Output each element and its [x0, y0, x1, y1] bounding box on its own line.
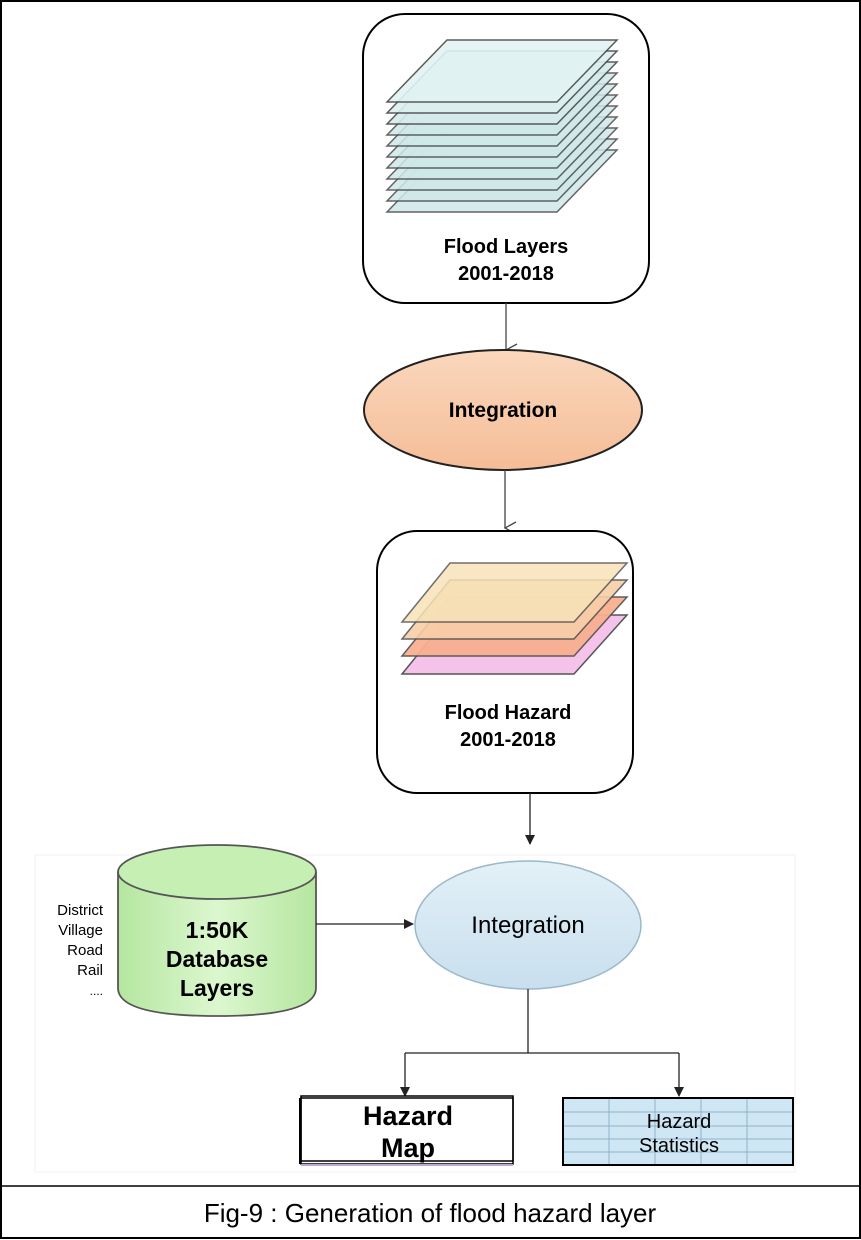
- flood-layers-node: Flood Layers 2001-2018: [362, 13, 650, 304]
- integration-node-2: Integration: [414, 860, 642, 990]
- hazard-statistics-line-2: Statistics: [639, 1135, 719, 1157]
- database-line-3: Layers: [180, 975, 254, 1001]
- flood-hazard-node: Flood Hazard 2001-2018: [376, 530, 634, 794]
- integration-node-1: Integration: [363, 349, 643, 471]
- database-line-1: 1:50K: [186, 917, 249, 943]
- integration-1-label: Integration: [449, 399, 558, 422]
- flood-hazard-title: Flood Hazard: [445, 702, 572, 724]
- input-rail: Rail: [77, 962, 103, 979]
- hazard-statistics-line-1: Hazard: [647, 1111, 711, 1133]
- flood-hazard-years: 2001-2018: [460, 729, 556, 751]
- split-connector: [400, 989, 684, 1097]
- input-more: ....: [90, 984, 103, 998]
- hazard-layers-icon: [400, 562, 629, 682]
- database-node: 1:50K Database Layers: [117, 844, 317, 1017]
- hazard-statistics-node: Hazard Statistics: [562, 1097, 794, 1166]
- input-village: Village: [58, 922, 103, 939]
- input-district: District: [57, 902, 104, 919]
- flood-layers-years: 2001-2018: [458, 263, 554, 285]
- stacked-layers-icon: [385, 39, 619, 213]
- database-inputs-list: District Village Road Rail ....: [57, 902, 104, 998]
- figure-caption: Fig-9 : Generation of flood hazard layer: [204, 1198, 657, 1228]
- hazard-map-node: Hazard Map: [299, 1097, 514, 1164]
- database-line-2: Database: [166, 946, 268, 972]
- hazard-map-line-1: Hazard: [363, 1101, 453, 1131]
- hazard-map-line-2: Map: [381, 1133, 435, 1163]
- flood-layers-title: Flood Layers: [444, 236, 568, 258]
- input-road: Road: [67, 942, 103, 959]
- integration-2-label: Integration: [471, 912, 584, 939]
